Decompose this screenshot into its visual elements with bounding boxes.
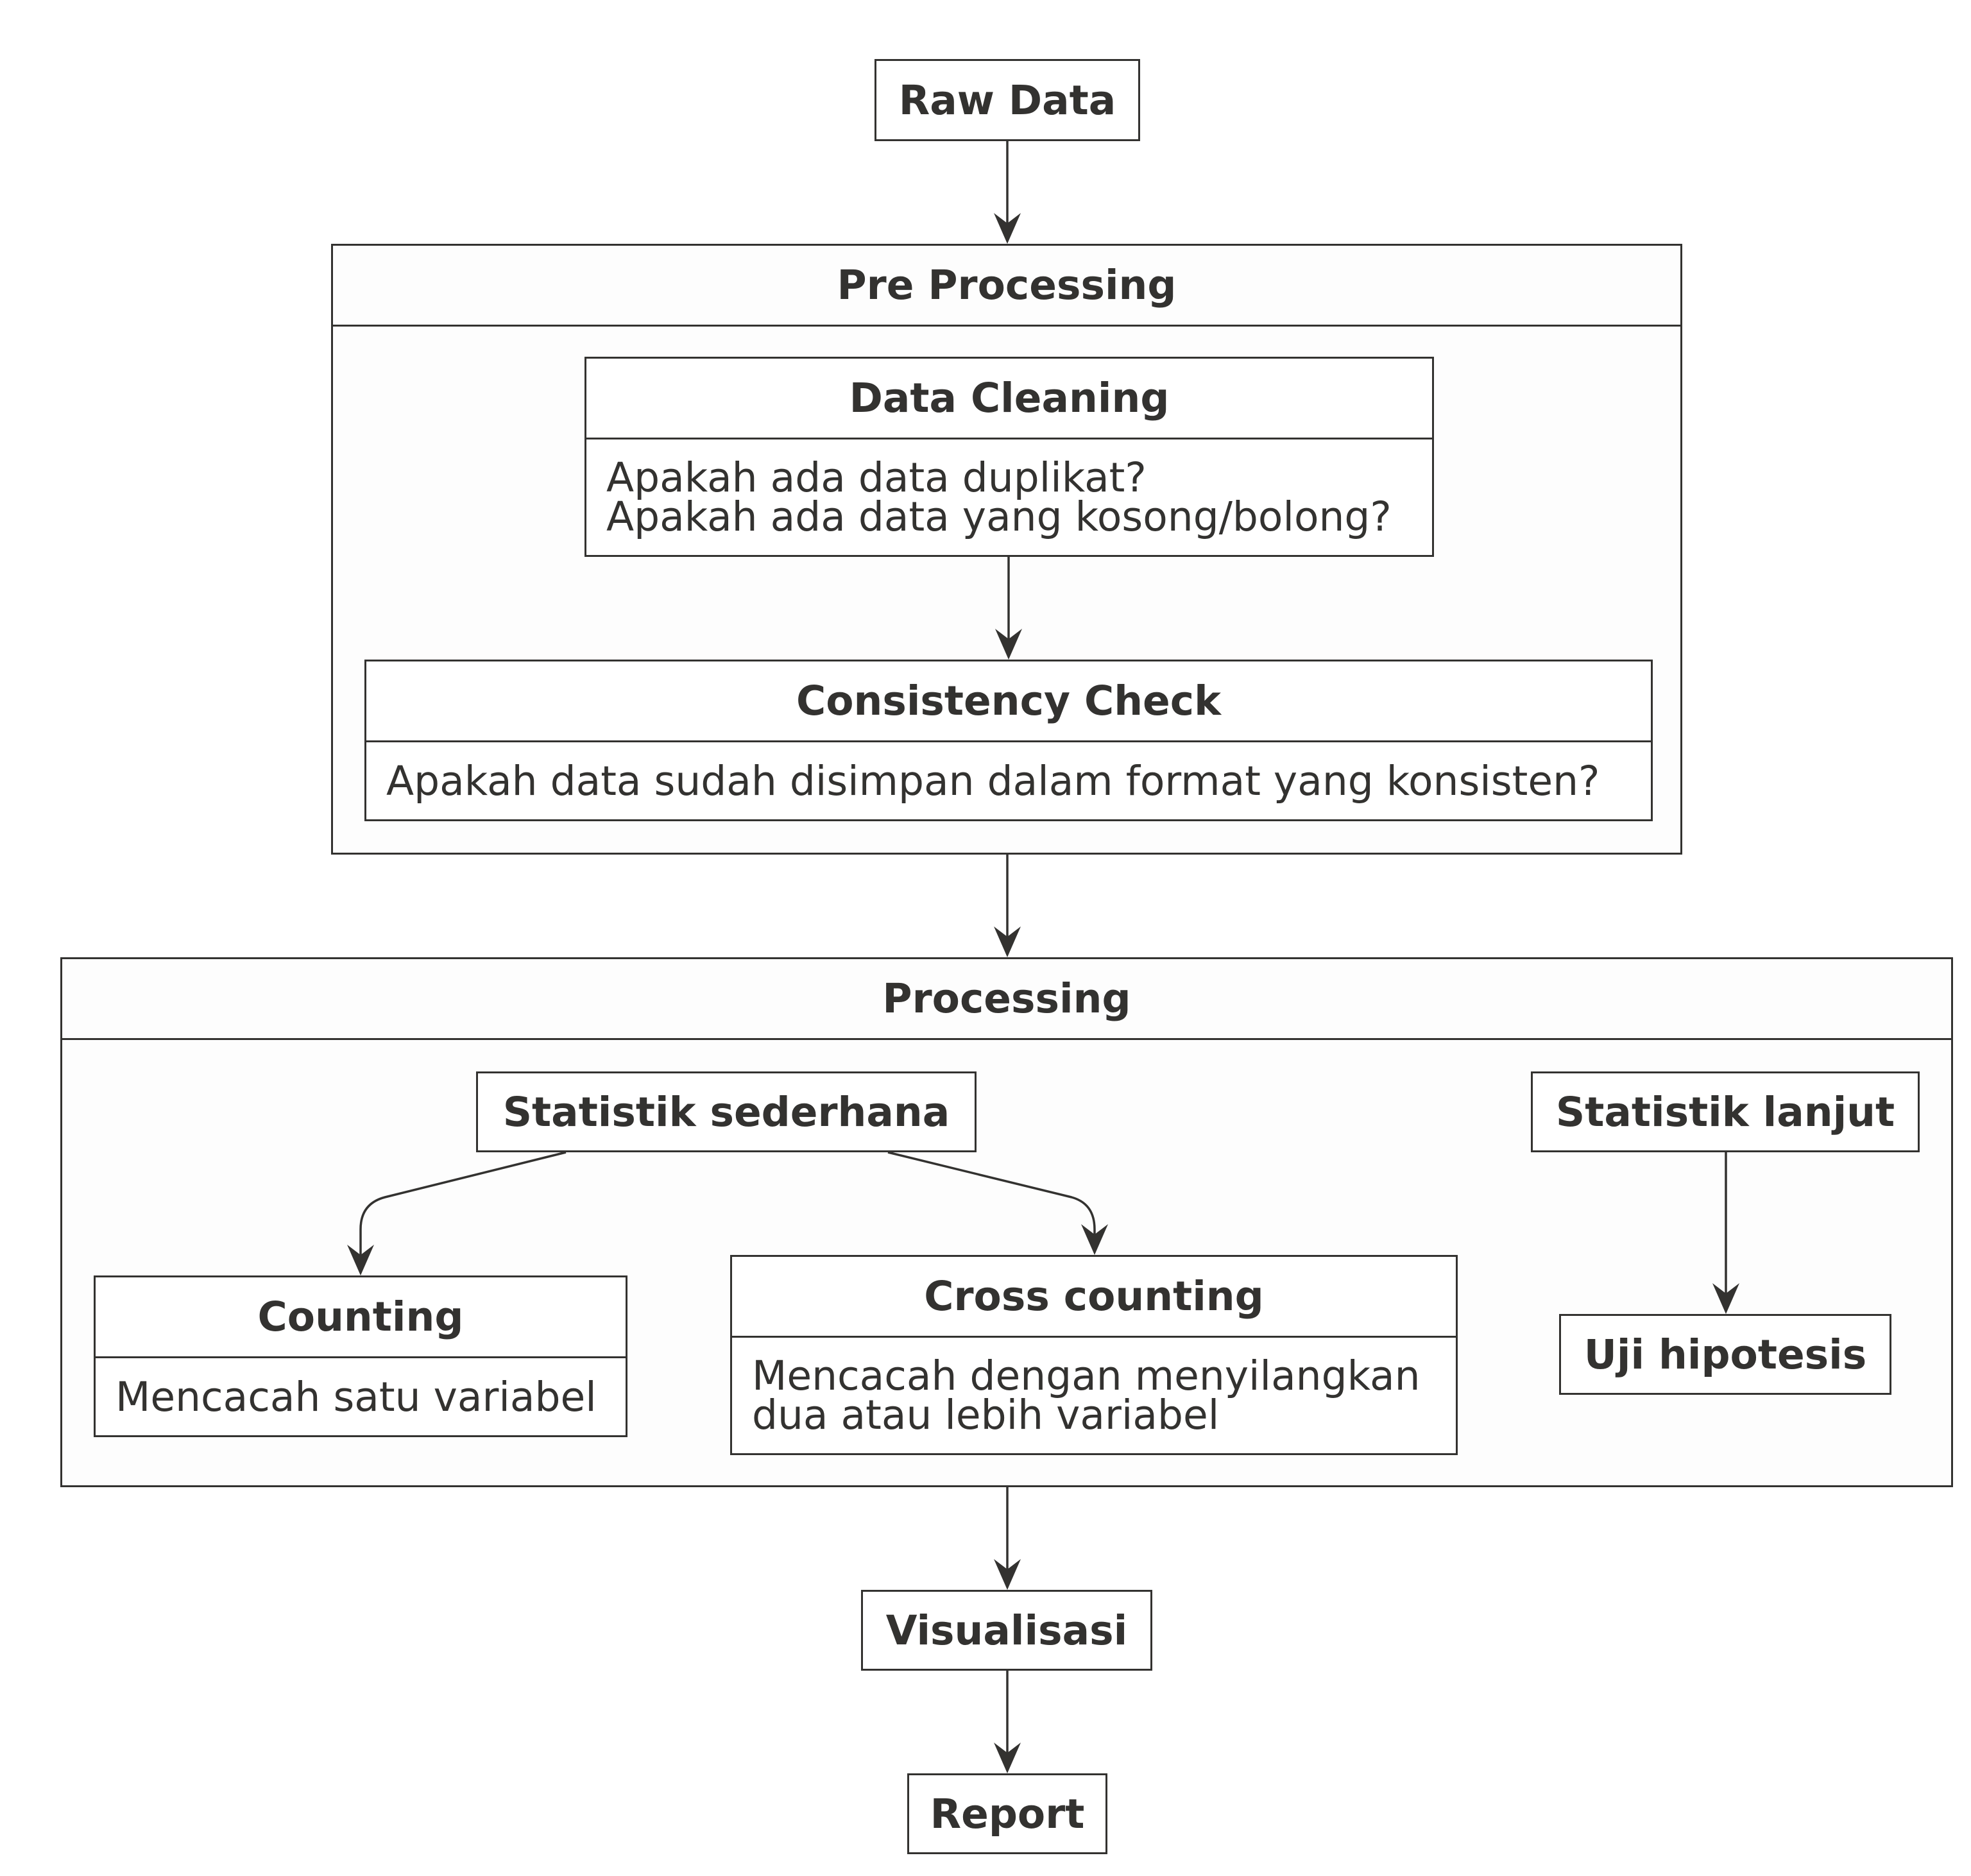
pre-processing-title: Pre Processing: [333, 246, 1680, 327]
consistency-check-line-1: Apakah data sudah disimpan dalam format …: [386, 757, 1600, 805]
statistik-lanjut-node: Statistik lanjut: [1531, 1071, 1920, 1152]
data-cleaning-line-1: Apakah ada data duplikat?: [606, 454, 1147, 501]
arrowhead-counting: [347, 1245, 374, 1275]
counting-node: Counting Mencacah satu variabel: [94, 1275, 627, 1437]
raw-data-node: Raw Data: [875, 59, 1140, 141]
arrowhead-consistency-check: [995, 629, 1022, 660]
arrowhead-uji-hipotesis: [1712, 1283, 1739, 1314]
uji-hipotesis-node: Uji hipotesis: [1559, 1314, 1891, 1395]
arrowhead-processing: [994, 926, 1021, 957]
edge-sederhana-to-cross-counting: [887, 1151, 1096, 1252]
arrowhead-pre-processing: [994, 213, 1021, 244]
consistency-check-title: Consistency Check: [366, 661, 1651, 742]
cross-counting-line-2: dua atau lebih variabel: [752, 1392, 1220, 1438]
data-cleaning-title: Data Cleaning: [586, 359, 1432, 439]
consistency-check-node: Consistency Check Apakah data sudah disi…: [364, 660, 1653, 821]
visualisasi-node: Visualisasi: [861, 1590, 1152, 1671]
cross-counting-line-1: Mencacah dengan menyilangkan: [752, 1352, 1421, 1399]
counting-line-1: Mencacah satu variabel: [115, 1373, 597, 1420]
statistik-sederhana-node: Statistik sederhana: [476, 1071, 977, 1152]
cross-counting-title: Cross counting: [732, 1257, 1456, 1338]
report-node: Report: [907, 1773, 1107, 1854]
data-cleaning-node: Data Cleaning Apakah ada data duplikat? …: [584, 357, 1434, 557]
arrowhead-visualisasi: [994, 1559, 1021, 1590]
data-cleaning-line-2: Apakah ada data yang kosong/bolong?: [606, 493, 1392, 540]
edge-sederhana-to-counting: [359, 1151, 567, 1273]
arrowhead-report: [994, 1743, 1021, 1773]
counting-title: Counting: [96, 1277, 626, 1358]
cross-counting-node: Cross counting Mencacah dengan menyilang…: [730, 1255, 1458, 1455]
arrowhead-cross-counting: [1081, 1224, 1108, 1255]
processing-title: Processing: [62, 959, 1951, 1040]
